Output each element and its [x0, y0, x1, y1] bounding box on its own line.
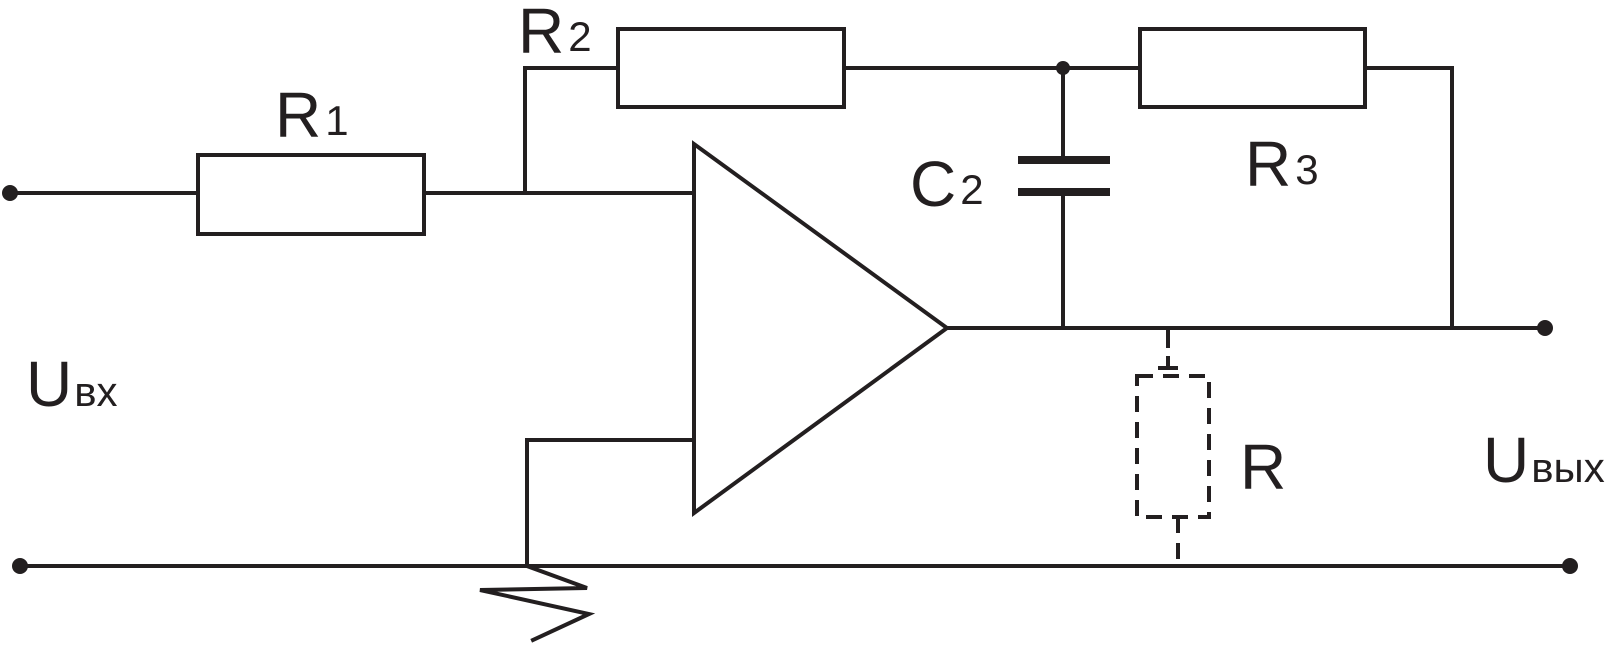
resistor-r3	[1138, 27, 1367, 109]
label-u-out: Uвых	[1483, 424, 1605, 496]
label-r-load-main: R	[1240, 431, 1286, 503]
terminal-input-node	[2, 185, 18, 201]
terminal-output-node	[1537, 320, 1553, 336]
label-r3-main: R	[1245, 128, 1291, 200]
load-resistor-body	[1135, 374, 1211, 519]
label-u-out-main: U	[1483, 424, 1529, 496]
opamp-triangle	[692, 140, 951, 517]
label-c2-sub: 2	[960, 166, 983, 213]
terminal-ground-right-node	[1562, 558, 1578, 574]
label-u-in-sub: вх	[74, 368, 117, 415]
junction-node-c2	[1056, 61, 1070, 75]
label-u-in-main: U	[26, 348, 72, 420]
label-c2-main: C	[910, 148, 956, 220]
capacitor-c2	[1018, 156, 1110, 196]
label-r1: R1	[275, 79, 349, 151]
resistor-r1	[196, 153, 426, 236]
label-r3-sub: 3	[1295, 146, 1318, 193]
resistor-r2	[616, 27, 846, 109]
label-r2-main: R	[518, 0, 564, 67]
load-resistor-dashed	[1135, 326, 1211, 566]
ground-zigzag-icon	[479, 563, 596, 643]
label-r1-main: R	[275, 79, 321, 151]
label-r2: R2	[518, 0, 592, 67]
label-c2: C2	[910, 148, 984, 220]
label-r2-sub: 2	[568, 13, 591, 60]
label-r3: R3	[1245, 128, 1319, 200]
wires	[8, 66, 1572, 568]
label-u-in: Uвх	[26, 348, 118, 420]
label-r1-sub: 1	[325, 97, 348, 144]
terminal-ground-left-node	[12, 558, 28, 574]
label-u-out-sub: вых	[1531, 444, 1605, 491]
label-r-load: R	[1240, 431, 1286, 503]
